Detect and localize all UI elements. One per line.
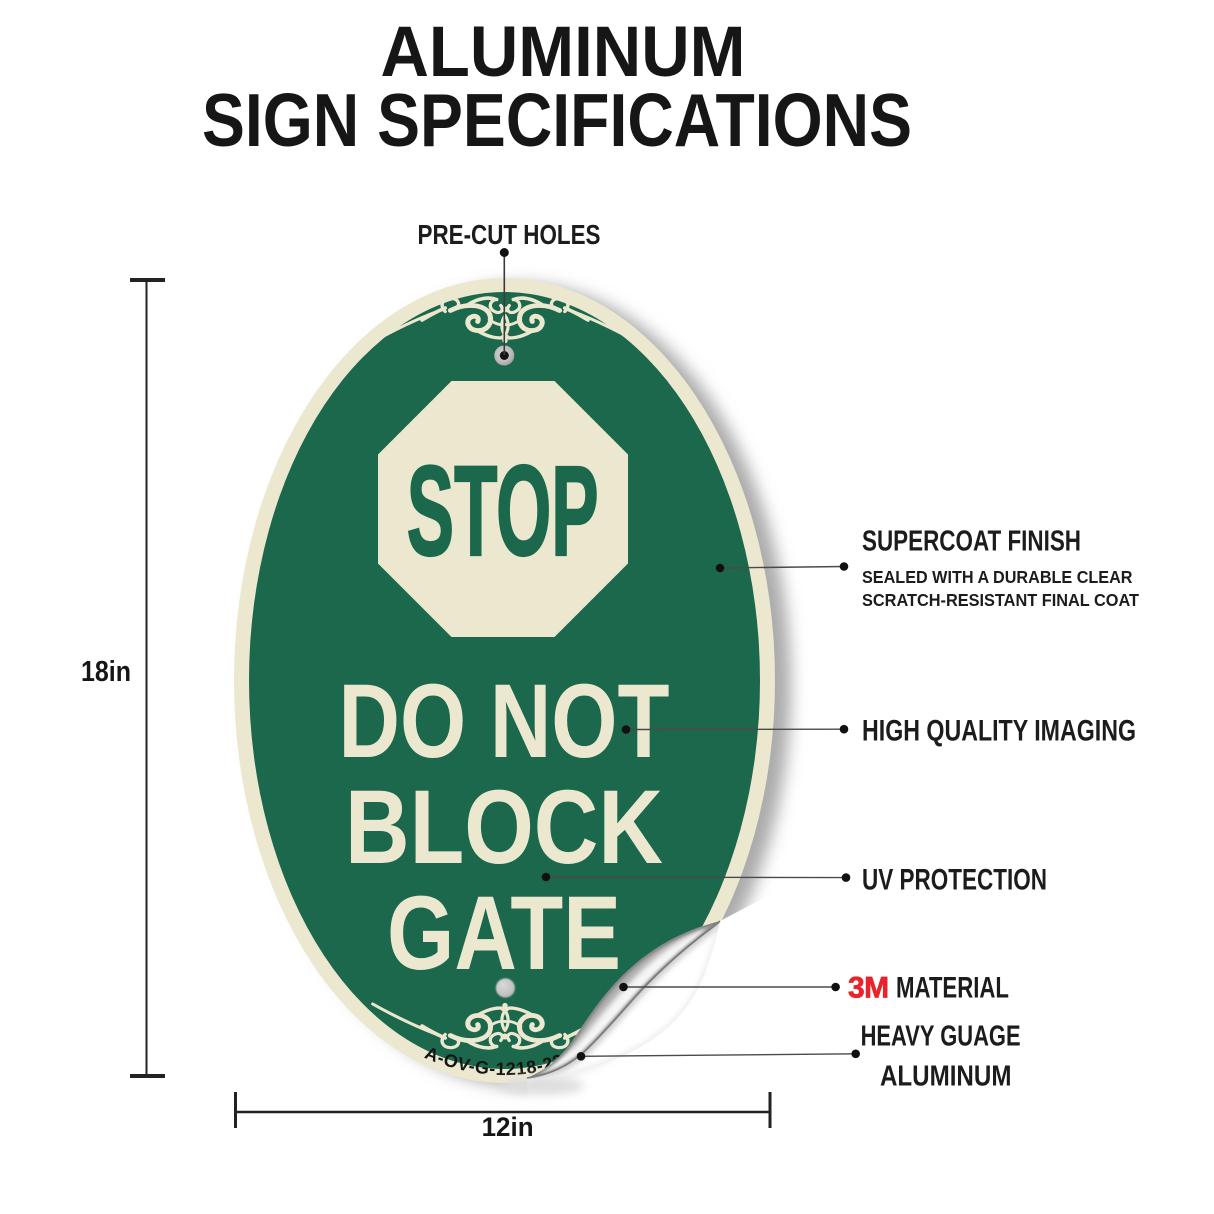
- svg-text:12in: 12in: [482, 1112, 534, 1142]
- svg-text:MATERIAL: MATERIAL: [896, 972, 1009, 1005]
- svg-text:HEAVY GUAGE: HEAVY GUAGE: [861, 1021, 1021, 1053]
- svg-text:ALUMINUM: ALUMINUM: [880, 1060, 1012, 1092]
- svg-text:GATE: GATE: [387, 875, 621, 992]
- svg-text:SCRATCH-RESISTANT FINAL COAT: SCRATCH-RESISTANT FINAL COAT: [862, 590, 1139, 610]
- svg-text:SIGN SPECIFICATIONS: SIGN SPECIFICATIONS: [202, 78, 912, 162]
- svg-text:ALUMINUM: ALUMINUM: [381, 13, 746, 92]
- svg-text:UV PROTECTION: UV PROTECTION: [862, 864, 1047, 897]
- svg-text:STOP: STOP: [407, 439, 599, 582]
- svg-text:BLOCK: BLOCK: [345, 769, 663, 886]
- svg-text:18in: 18in: [81, 656, 131, 688]
- svg-text:HIGH QUALITY IMAGING: HIGH QUALITY IMAGING: [862, 715, 1136, 748]
- svg-text:DO NOT: DO NOT: [339, 663, 670, 780]
- svg-text:PRE-CUT HOLES: PRE-CUT HOLES: [418, 219, 601, 250]
- svg-text:SUPERCOAT FINISH: SUPERCOAT FINISH: [862, 526, 1081, 558]
- svg-text:SEALED WITH A DURABLE CLEAR: SEALED WITH A DURABLE CLEAR: [862, 567, 1133, 587]
- svg-text:3M: 3M: [848, 972, 889, 1005]
